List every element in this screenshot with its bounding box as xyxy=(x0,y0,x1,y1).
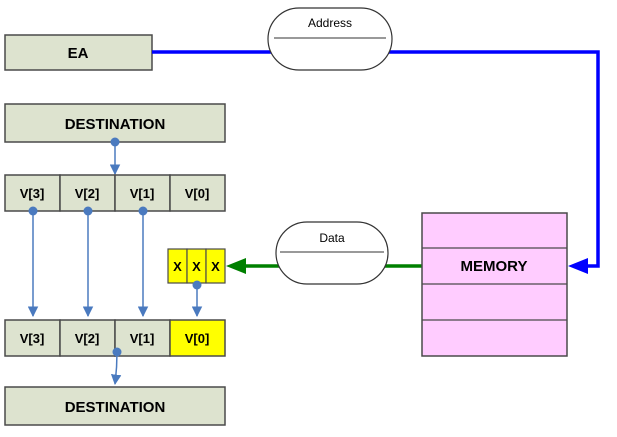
destination-bottom: DESTINATION xyxy=(4,386,226,426)
bytes-to-v0-connector xyxy=(191,280,203,318)
result-label-v1: V[1] xyxy=(130,331,155,346)
destination-top: DESTINATION xyxy=(4,103,226,143)
result-cell-v2 xyxy=(59,319,116,357)
address-bus: Address xyxy=(152,7,600,274)
ea-label: EA xyxy=(68,45,89,62)
vector-to-destination-connector xyxy=(110,347,122,386)
loaded-bytes: X X X xyxy=(167,248,226,284)
memory-label: MEMORY xyxy=(461,258,528,275)
destination-top-label: DESTINATION xyxy=(65,116,166,133)
address-label: Address xyxy=(308,16,352,30)
source-cell-v2 xyxy=(59,174,116,212)
destination-bottom-label: DESTINATION xyxy=(65,399,166,416)
destination-to-vector-connector xyxy=(109,137,121,176)
result-label-v0: V[0] xyxy=(185,331,210,346)
loaded-byte-label-2: X xyxy=(211,259,220,274)
source-vector: V[3] V[2] V[1] V[0] xyxy=(4,174,226,212)
data-label: Data xyxy=(319,231,345,245)
result-label-v3: V[3] xyxy=(20,331,45,346)
data-label-cylinder: Data xyxy=(275,221,389,285)
source-label-v0: V[0] xyxy=(185,186,210,201)
result-cell-v0 xyxy=(169,319,226,357)
loaded-byte-label-0: X xyxy=(173,259,182,274)
source-label-v3: V[3] xyxy=(20,186,45,201)
source-label-v2: V[2] xyxy=(75,186,100,201)
result-label-v2: V[2] xyxy=(75,331,100,346)
data-arrowhead xyxy=(226,258,246,274)
source-cell-v0 xyxy=(169,174,226,212)
address-arrowhead xyxy=(568,258,588,274)
loaded-byte-2 xyxy=(205,248,226,284)
address-label-cylinder: Address xyxy=(267,7,393,71)
loaded-byte-label-1: X xyxy=(192,259,201,274)
passthrough-connectors xyxy=(27,206,149,318)
result-cell-v3 xyxy=(4,319,61,357)
memory-block: MEMORY xyxy=(421,212,568,357)
ea-register: EA xyxy=(4,34,153,71)
source-label-v1: V[1] xyxy=(130,186,155,201)
data-bus: Data xyxy=(226,221,422,285)
result-vector: V[3] V[2] V[1] V[0] xyxy=(4,319,226,357)
